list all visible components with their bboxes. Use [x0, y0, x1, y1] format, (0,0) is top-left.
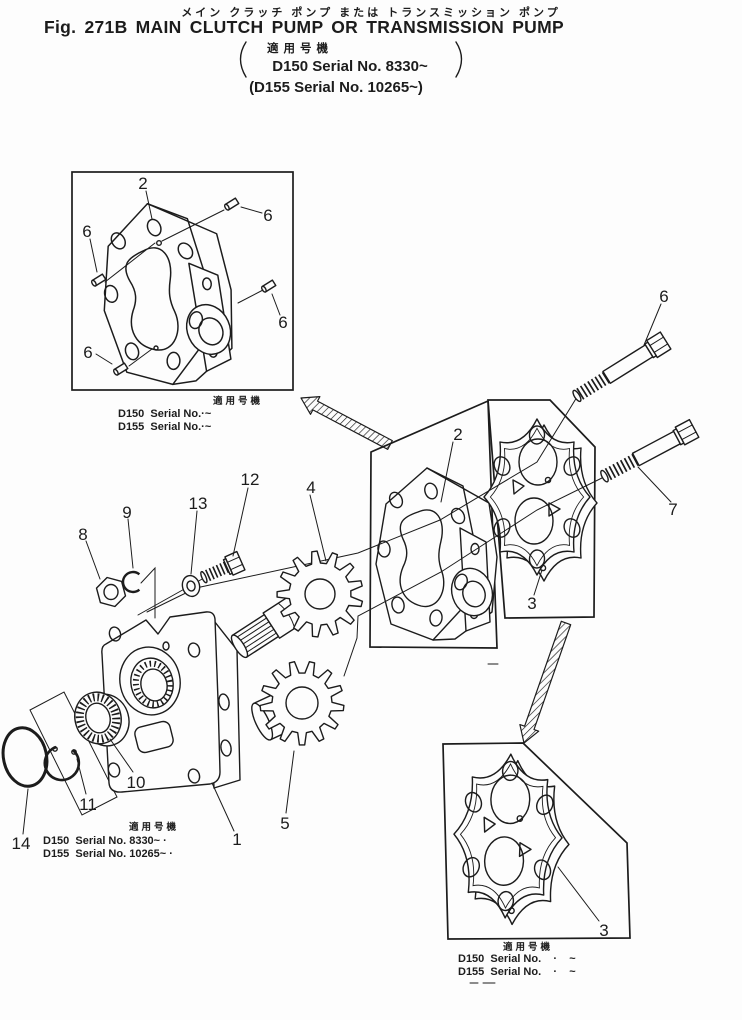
callout-6-bolt: 6 — [659, 287, 668, 306]
bl-caption-heading: 適用号機 — [129, 821, 179, 833]
dowel-pins-6 — [90, 197, 277, 376]
box-pump-body-mid — [369, 399, 498, 649]
inset-caption: 適用号機 D150 Serial No.·~ D155 Serial No.·~ — [118, 395, 263, 433]
big-right-paren — [455, 41, 463, 78]
big-left-paren — [239, 41, 247, 78]
inset-caption-d155: D155 Serial No.·~ — [118, 421, 212, 433]
callout-13: 13 — [189, 494, 208, 513]
bl-caption-d150: D150 Serial No. 8330~ · — [43, 835, 167, 847]
pump-body-mid — [375, 467, 500, 641]
inset-caption-heading: 適用号機 — [213, 395, 263, 407]
inset-box-pump-body — [71, 171, 294, 391]
idler-gear — [251, 661, 345, 746]
bottom-right-caption: 適用号機 D150 Serial No. · ~ D155 Serial No.… — [458, 941, 576, 978]
header-serial-d150: D150 Serial No. 8330~ — [272, 58, 428, 75]
detail-boxes — [29, 171, 631, 984]
callout-2-inset: 2 — [138, 174, 147, 193]
br-caption-d150: D150 Serial No. · ~ — [458, 953, 576, 965]
spring-washer-9 — [121, 570, 141, 594]
drive-gear-shaft — [230, 550, 364, 659]
callout-10: 10 — [127, 773, 146, 792]
direction-arrow-upper — [300, 396, 393, 450]
header-applicable-serial-heading: 適用号機 — [267, 41, 333, 55]
br-caption-heading: 適用号機 — [503, 941, 553, 953]
callout-12: 12 — [241, 470, 260, 489]
callout-7: 7 — [668, 500, 677, 519]
callout-1: 1 — [232, 830, 241, 849]
callout-9: 9 — [122, 503, 131, 522]
callout-6-left: 6 — [82, 222, 91, 241]
header-serial-d155: (D155 Serial No. 10265~) — [249, 79, 423, 96]
bottom-left-caption: 適用号機 D150 Serial No. 8330~ · D155 Serial… — [43, 821, 179, 860]
pump-case — [101, 611, 241, 793]
needle-bearing-10 — [74, 691, 130, 747]
tick-marks — [469, 663, 499, 984]
callout-4: 4 — [306, 478, 315, 497]
callout-6-right: 6 — [278, 313, 287, 332]
part-callouts: 2 6 6 6 6 8 9 13 12 4 14 11 10 1 5 2 3 3… — [12, 174, 678, 940]
callout-11: 11 — [79, 795, 97, 814]
figure-title: Fig. 271B MAIN CLUTCH PUMP OR TRANSMISSI… — [44, 17, 564, 37]
leader-lines — [22, 190, 672, 922]
idler-gear-teeth — [259, 661, 345, 746]
washer-13 — [181, 574, 201, 598]
callout-3-bottom: 3 — [599, 921, 608, 940]
box-plate-bottom — [442, 742, 631, 940]
bolt-12 — [200, 550, 246, 584]
direction-arrow-lower — [519, 620, 572, 744]
valve-plate-bottom — [450, 751, 573, 928]
callout-5: 5 — [280, 814, 289, 833]
o-ring-14 — [1, 726, 49, 788]
callout-6-bottom: 6 — [83, 343, 92, 362]
callout-14: 14 — [12, 834, 31, 853]
header-title-japanese: メイン クラッチ ポンプ または トランスミッション ポンプ — [181, 5, 560, 19]
callout-3-mid: 3 — [527, 594, 536, 613]
callout-6-topright: 6 — [263, 206, 272, 225]
pump-body-inset — [92, 195, 243, 392]
mounting-bolt-7 — [600, 418, 700, 483]
drive-gear — [276, 550, 364, 638]
callout-8: 8 — [78, 525, 87, 544]
br-caption-d155: D155 Serial No. · ~ — [458, 966, 576, 978]
nut-8 — [95, 576, 127, 608]
header: メイン クラッチ ポンプ または トランスミッション ポンプ Fig. 271B… — [44, 5, 564, 96]
box-snap-ring — [29, 691, 118, 816]
box-plate-mid — [487, 399, 596, 619]
mounting-bolt-6 — [572, 331, 672, 403]
inset-caption-d150: D150 Serial No.·~ — [118, 408, 212, 420]
bl-caption-d155: D155 Serial No. 10265~ · — [43, 848, 173, 860]
callout-2-mid: 2 — [453, 425, 462, 444]
